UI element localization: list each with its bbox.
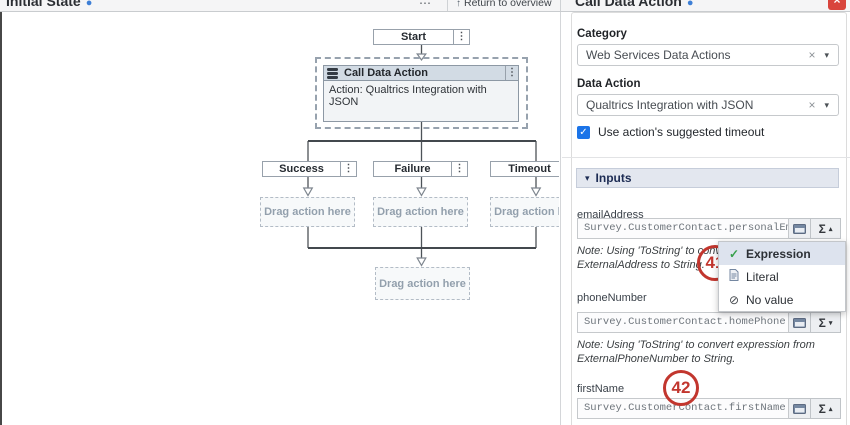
topbar-divider <box>447 0 448 11</box>
caret-icon: ▴ <box>828 225 833 233</box>
inputs-section-header[interactable]: ▾ Inputs <box>576 168 839 188</box>
outcome-label: Failure <box>394 163 431 175</box>
value-mode-button-phoneNumber[interactable]: Σ▾ <box>811 312 841 333</box>
value-mode-button-emailAddress[interactable]: Σ▴ <box>811 218 841 239</box>
inputs-section-title: Inputs <box>595 171 632 185</box>
kebab-menu-icon[interactable]: ⋮ <box>505 66 517 80</box>
collapse-caret-icon: ▾ <box>585 172 590 183</box>
data-action-icon <box>324 66 340 80</box>
action-properties-panel: Category Web Services Data Actions × ▾ D… <box>560 12 850 425</box>
edit-title-icon[interactable]: ● <box>85 0 93 9</box>
expression-editor-button[interactable] <box>789 312 811 333</box>
menu-item-no-value[interactable]: ⊘ No value <box>719 288 845 311</box>
drag-action-target-merge[interactable]: Drag action here <box>375 267 470 300</box>
flow-connectors <box>302 45 542 267</box>
selection-outline <box>315 57 528 129</box>
caret-icon: ▾ <box>828 319 833 327</box>
window-icon <box>793 403 806 414</box>
field-row-phoneNumber: Survey.CustomerContact.homePhone Σ▾ <box>577 312 841 333</box>
kebab-menu-icon[interactable]: ⋮ <box>340 162 356 176</box>
caret-icon: ▴ <box>828 405 833 413</box>
call-data-action-node[interactable]: Call Data Action ⋮ Action: Qualtrics Int… <box>323 65 519 122</box>
data-action-select[interactable]: Qualtrics Integration with JSON × ▾ <box>577 94 839 116</box>
start-node-label: Start <box>400 31 427 43</box>
sigma-icon: Σ <box>818 315 826 330</box>
field-label-phoneNumber: phoneNumber <box>577 292 647 304</box>
call-data-action-body: Action: Qualtrics Integration with JSON <box>323 81 519 122</box>
phoneNumber-input[interactable]: Survey.CustomerContact.homePhone <box>577 312 789 333</box>
clear-icon[interactable]: × <box>808 48 816 62</box>
drag-action-target-success[interactable]: Drag action here <box>260 197 355 227</box>
outcome-label: Success <box>279 163 324 175</box>
info-icon: ● <box>686 0 694 9</box>
canvas-menu-button[interactable]: ⋯ <box>419 0 432 10</box>
suggested-timeout-label: Use action's suggested timeout <box>598 125 765 139</box>
canvas-title: Initial State● <box>6 0 92 9</box>
clear-icon[interactable]: × <box>808 98 816 112</box>
chevron-down-icon[interactable]: ▾ <box>824 99 829 110</box>
value-mode-menu: ✓ Expression Literal ⊘ No value <box>718 241 846 312</box>
return-to-overview-link[interactable]: ↑Return to overview <box>456 0 552 9</box>
field-row-emailAddress: Survey.CustomerContact.personalEma Σ▴ <box>577 218 841 239</box>
no-value-icon: ⊘ <box>728 292 740 307</box>
category-value: Web Services Data Actions <box>586 48 731 62</box>
topbar-divider <box>560 0 561 11</box>
document-icon <box>726 269 742 284</box>
flow-canvas[interactable]: Start ⋮ Call Data Action ⋮ Action: Qualt… <box>0 12 559 425</box>
data-action-label: Data Action <box>577 78 641 90</box>
expression-editor-button[interactable] <box>789 398 811 419</box>
drag-action-target-failure[interactable]: Drag action here <box>373 197 468 227</box>
check-icon: ✓ <box>728 246 740 261</box>
sigma-icon: Σ <box>818 401 826 416</box>
outcome-timeout[interactable]: Timeout ⋮ <box>490 161 559 177</box>
data-action-value: Qualtrics Integration with JSON <box>586 98 754 112</box>
close-panel-button[interactable]: × <box>828 0 846 10</box>
menu-item-literal[interactable]: Literal <box>719 265 845 288</box>
up-arrow-icon: ↑ <box>456 0 461 9</box>
expression-editor-button[interactable] <box>789 218 811 239</box>
canvas-left-edge <box>0 12 2 425</box>
annotation-step-42: 42 <box>663 370 699 406</box>
suggested-timeout-checkbox[interactable]: ✓ <box>577 125 590 139</box>
window-icon <box>793 223 806 234</box>
category-select[interactable]: Web Services Data Actions × ▾ <box>577 44 839 66</box>
chevron-down-icon[interactable]: ▾ <box>824 49 829 60</box>
section-divider <box>562 157 850 158</box>
call-data-action-title: Call Data Action <box>344 67 428 79</box>
phoneNumber-note: Note: Using 'ToString' to convert expres… <box>577 339 815 365</box>
outcome-failure[interactable]: Failure ⋮ <box>373 161 468 177</box>
start-node[interactable]: Start ⋮ <box>373 29 470 45</box>
sigma-icon: Σ <box>818 221 826 236</box>
outcome-success[interactable]: Success ⋮ <box>262 161 357 177</box>
menu-item-expression[interactable]: ✓ Expression <box>719 242 845 265</box>
kebab-menu-icon[interactable]: ⋮ <box>453 30 469 44</box>
kebab-menu-icon[interactable]: ⋮ <box>451 162 467 176</box>
panel-title: Call Data Action● <box>575 0 694 9</box>
value-mode-button-firstName[interactable]: Σ▴ <box>811 398 841 419</box>
call-data-action-header: Call Data Action ⋮ <box>323 65 519 81</box>
field-label-firstName: firstName <box>577 383 625 395</box>
window-icon <box>793 317 806 328</box>
top-bar: Initial State● ⋯ ↑Return to overview Cal… <box>0 0 850 12</box>
field-row-firstName: Survey.CustomerContact.firstName Σ▴ <box>577 398 841 419</box>
panel-scroll-container <box>571 12 847 425</box>
emailAddress-input[interactable]: Survey.CustomerContact.personalEma <box>577 218 789 239</box>
drag-action-target-timeout[interactable]: Drag action here <box>490 197 559 227</box>
category-label: Category <box>577 28 627 40</box>
outcome-label: Timeout <box>508 163 551 175</box>
suggested-timeout-row: ✓ Use action's suggested timeout <box>577 125 764 139</box>
